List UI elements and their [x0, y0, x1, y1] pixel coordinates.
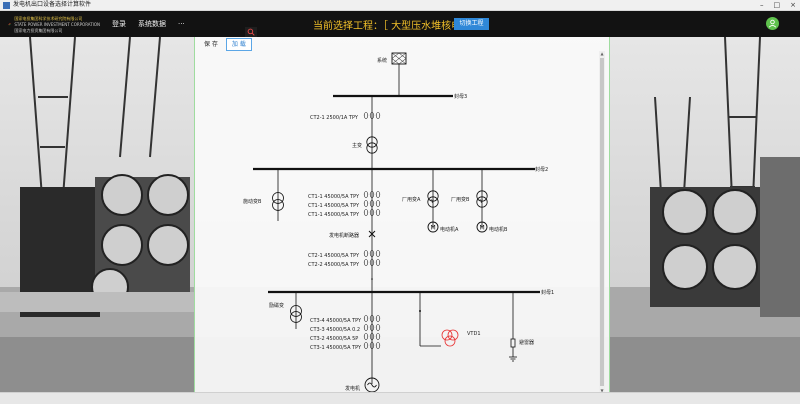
label-ct3-2: CT3-2 45000/5A 5P — [310, 336, 358, 342]
load-tab[interactable]: 加 载 — [225, 38, 252, 51]
nav-system-data[interactable]: 系统数据 — [138, 20, 166, 28]
ct-coil-3-1 — [369, 209, 375, 216]
label-breaker: 发电机断路器 — [329, 232, 359, 239]
ct-coil-9-0 — [363, 342, 369, 349]
ct-coil-7-2 — [375, 324, 381, 331]
top-nav: 登录 系统数据 ··· — [112, 11, 185, 37]
app-header: 国家电投集团科学技术研究院有限公司 STATE POWER INVESTMENT… — [0, 11, 800, 37]
ct-coil-6-1 — [369, 315, 375, 322]
label-ct2-1: CT2-1 2500/1A TPY — [310, 115, 359, 121]
ct-coil-8-2 — [375, 333, 381, 340]
search-icon — [247, 28, 255, 36]
app-icon — [3, 1, 10, 9]
horizontal-scrollbar[interactable] — [0, 392, 800, 404]
ct-coil-1-2 — [375, 191, 381, 198]
ct-coil-2-1 — [369, 200, 375, 207]
ct-coil-6-0 — [363, 315, 369, 322]
ct-coil-4-2 — [375, 250, 381, 257]
label-system: 系统 — [377, 57, 387, 64]
scroll-up-icon[interactable]: ▲ — [600, 51, 604, 56]
label-arrester: 避雷器 — [519, 339, 534, 346]
maximize-icon[interactable]: □ — [773, 1, 781, 9]
label-main-transformer: 主变 — [352, 142, 362, 149]
scroll-thumb[interactable] — [600, 58, 604, 386]
ct-coil-5-1 — [369, 259, 375, 266]
label-ct3-3: CT3-3 45000/5A 0.2 — [310, 327, 360, 333]
label-motor-b: 电动机B — [489, 226, 508, 233]
motor-b-symbol: M — [480, 225, 485, 232]
ct-coil-0-2 — [375, 112, 381, 119]
nav-login[interactable]: 登录 — [112, 20, 126, 28]
ct-coil-9-2 — [375, 342, 381, 349]
label-ct3-1: CT3-1 45000/5A TPY — [310, 345, 362, 351]
logo-line-3: 国家电力投资集团有限公司 — [14, 27, 63, 33]
ct-coil-3-2 — [375, 209, 381, 216]
ct-coil-0-0 — [363, 112, 369, 119]
ct-coil-0-1 — [369, 112, 375, 119]
ct-coil-9-1 — [369, 342, 375, 349]
label-bus1: 封母1 — [541, 289, 554, 296]
ct-coil-3-0 — [363, 209, 369, 216]
label-ct3-4: CT3-4 45000/5A TPY — [310, 318, 362, 324]
ct-symbols — [363, 112, 381, 349]
vertical-scrollbar[interactable]: ▲ ▼ — [599, 51, 605, 393]
logo-line-1: 国家电投集团科学技术研究院有限公司 — [14, 15, 83, 21]
save-tab[interactable]: 保 存 — [204, 41, 218, 48]
diagram-panel: 保 存 加 载 — [194, 37, 610, 398]
label-aux-b: 厂用变B — [451, 196, 470, 203]
ct-coil-7-0 — [363, 324, 369, 331]
search-button[interactable] — [245, 27, 257, 37]
title-bar: 发电机出口设备选择计算软件 – □ × — [0, 0, 800, 11]
ct-coil-4-0 — [363, 250, 369, 257]
user-avatar[interactable] — [766, 17, 779, 30]
ct-coil-2-2 — [375, 200, 381, 207]
window-controls: – □ × — [760, 0, 796, 10]
aux-a-winding-symbol: Y — [430, 199, 435, 205]
close-icon[interactable]: × — [790, 1, 796, 9]
current-project-label: 当前选择工程：［ 大型压水堆核电厂 ］ — [313, 21, 485, 32]
label-startup-transformer: 施动变B — [243, 198, 262, 205]
motor-a-symbol: M — [431, 225, 436, 232]
label-generator: 发电机 — [345, 385, 360, 392]
label-vt: VTD1 — [467, 331, 481, 337]
ct-coil-8-1 — [369, 333, 375, 340]
logo-line-2: STATE POWER INVESTMENT CORPORATION — [14, 21, 100, 27]
single-line-diagram: M M Y Y 系统 封母3 CT2-1 2500/1A TPY 主变 封母2 … — [243, 52, 554, 393]
label-ct1-b: CT1-1 45000/5A TPY — [308, 203, 360, 209]
minimize-icon[interactable]: – — [760, 1, 764, 9]
label-ct1-c: CT1-1 45000/5A TPY — [308, 212, 360, 218]
label-excitation: 励磁变 — [269, 302, 284, 309]
label-bus3: 封母3 — [454, 93, 467, 100]
window-title: 发电机出口设备选择计算软件 — [13, 1, 92, 8]
ct-coil-1-0 — [363, 191, 369, 198]
vt-symbol — [441, 329, 459, 347]
aux-b-winding-symbol: Y — [479, 199, 484, 205]
company-logo: 国家电投集团科学技术研究院有限公司 STATE POWER INVESTMENT… — [8, 15, 100, 33]
logo-mark-icon — [8, 23, 12, 26]
ct-coil-4-1 — [369, 250, 375, 257]
ct-coil-1-1 — [369, 191, 375, 198]
label-motor-a: 电动机A — [440, 226, 459, 233]
label-ct2-b: CT2-2 45000/5A TPY — [308, 262, 360, 268]
label-ct2-a: CT2-1 45000/5A TPY — [308, 253, 360, 259]
label-ct1-a: CT1-1 45000/5A TPY — [308, 194, 360, 200]
scroll-down-icon[interactable]: ▼ — [600, 388, 604, 393]
ct-coil-6-2 — [375, 315, 381, 322]
ct-coil-5-2 — [375, 259, 381, 266]
label-aux-a: 厂用变A — [402, 196, 421, 203]
panel-tabs: 保 存 加 载 — [195, 37, 252, 51]
ct-coil-7-1 — [369, 324, 375, 331]
nav-more[interactable]: ··· — [178, 20, 185, 28]
label-bus2: 封母2 — [535, 166, 548, 173]
ct-coil-2-0 — [363, 200, 369, 207]
user-icon — [768, 19, 777, 28]
switch-project-button[interactable]: 切换工程 — [454, 18, 489, 30]
ct-coil-8-0 — [363, 333, 369, 340]
ct-coil-5-0 — [363, 259, 369, 266]
